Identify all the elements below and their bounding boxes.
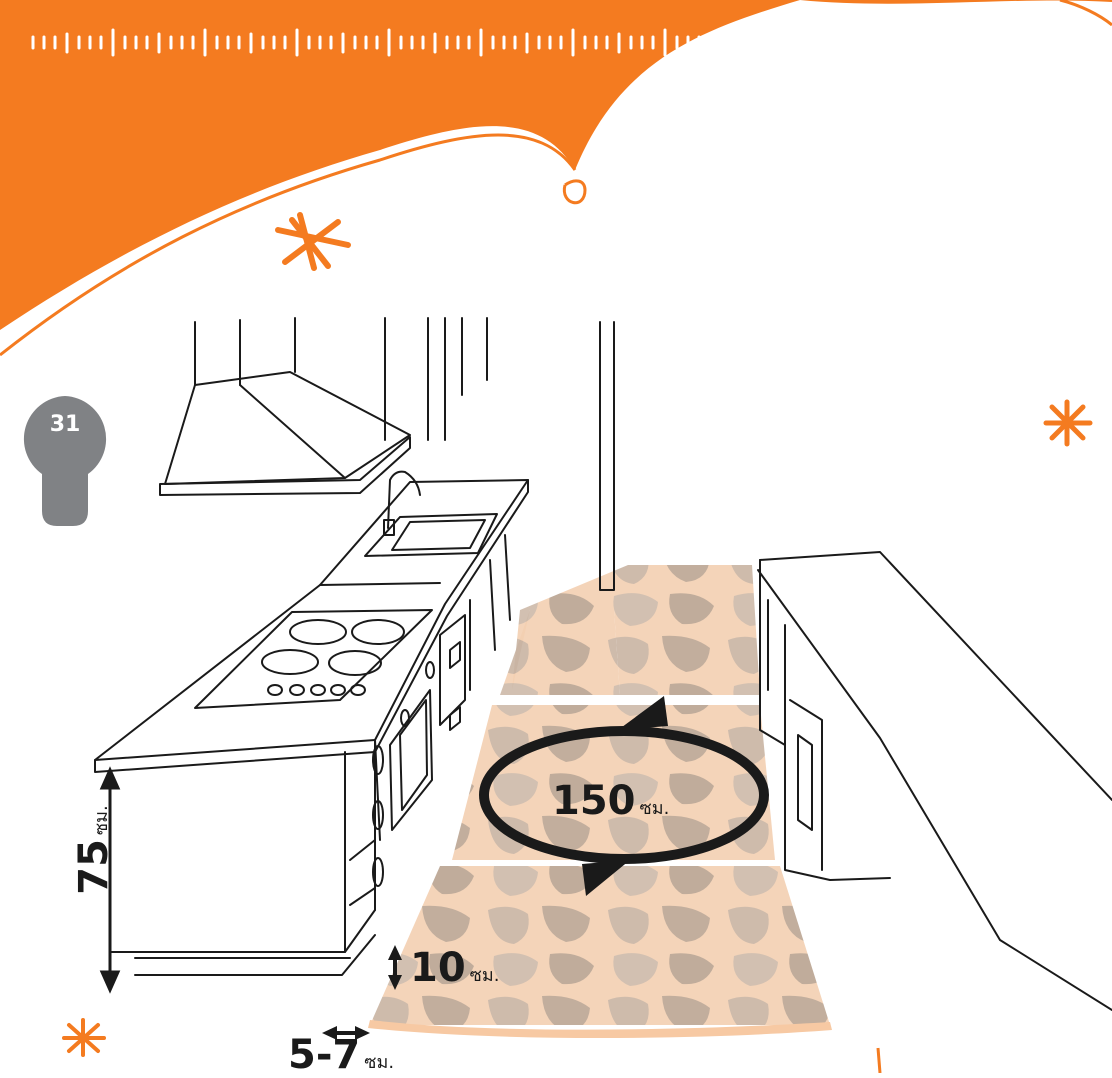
asterisk-icon-right [1046, 402, 1090, 444]
asterisk-icon-large [278, 215, 348, 268]
counter-height-value: 75 [71, 839, 117, 895]
counter-height-label: 75 ซม. [44, 780, 144, 920]
turning-circle-value: 150 [552, 778, 636, 824]
page-number: 31 [22, 412, 108, 437]
toe-kick-depth-unit: ซม. [364, 1052, 394, 1073]
toe-kick-height-value: 10 [410, 945, 466, 991]
toe-kick-depth-value: 5-7 [288, 1032, 360, 1078]
turning-circle-unit: ซม. [640, 798, 670, 819]
asterisk-icon-bottom [64, 1020, 104, 1055]
toe-kick-height-unit: ซม. [470, 965, 500, 986]
counter-height-unit: ซม. [91, 805, 112, 835]
header-wave [0, 0, 1112, 330]
